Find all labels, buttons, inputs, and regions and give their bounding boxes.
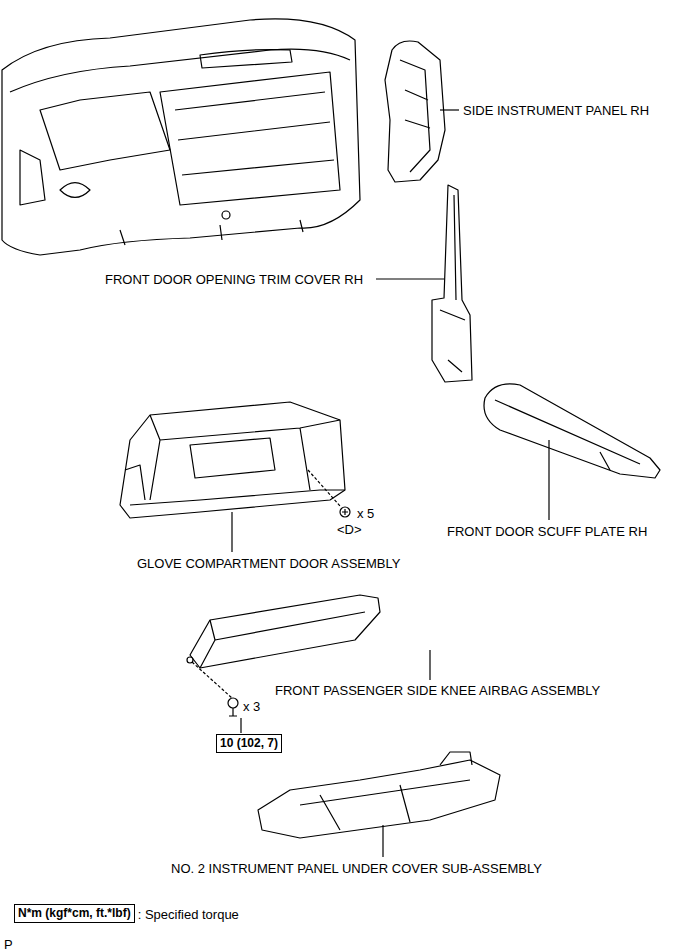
part-name: FRONT DOOR OPENING TRIM COVER RH <box>104 272 364 287</box>
part-name: FRONT PASSENGER SIDE KNEE AIRBAG ASSEMBL… <box>274 683 601 698</box>
part-name: SIDE INSTRUMENT PANEL RH <box>462 103 650 118</box>
part-name: GLOVE COMPARTMENT DOOR ASSEMBLY <box>136 556 401 571</box>
leader-line <box>440 109 459 110</box>
under-cover <box>258 752 500 838</box>
leader-line <box>192 662 232 698</box>
screw-symbol <box>340 507 350 517</box>
part-name: FRONT DOOR SCUFF PLATE RH <box>446 524 648 539</box>
page-mark: P <box>3 937 14 952</box>
leader-line <box>231 512 232 552</box>
torque-value: 10 (102, 7) <box>216 734 282 753</box>
glove-compartment <box>120 402 345 518</box>
leader-line <box>429 650 430 680</box>
bolt-symbol <box>228 698 238 716</box>
quantity: x 5 <box>356 506 375 521</box>
leader-line <box>376 278 444 279</box>
leader-line <box>382 825 383 857</box>
leader-line <box>240 718 241 733</box>
legend-sample: N*m (kgf*cm, ft.*lbf) <box>14 904 135 923</box>
legend-text: : Specified torque <box>137 907 240 922</box>
part-name: NO. 2 INSTRUMENT PANEL UNDER COVER SUB-A… <box>170 861 543 876</box>
leader-line <box>548 440 549 520</box>
fastener-code: <D> <box>336 522 363 537</box>
leader-line <box>308 470 340 506</box>
quantity: x 3 <box>242 699 261 714</box>
door-scuff-plate <box>484 384 660 478</box>
side-instrument-panel <box>385 41 445 182</box>
knee-airbag <box>187 595 380 668</box>
instrument-panel <box>2 19 360 255</box>
door-opening-trim-cover <box>432 185 472 382</box>
